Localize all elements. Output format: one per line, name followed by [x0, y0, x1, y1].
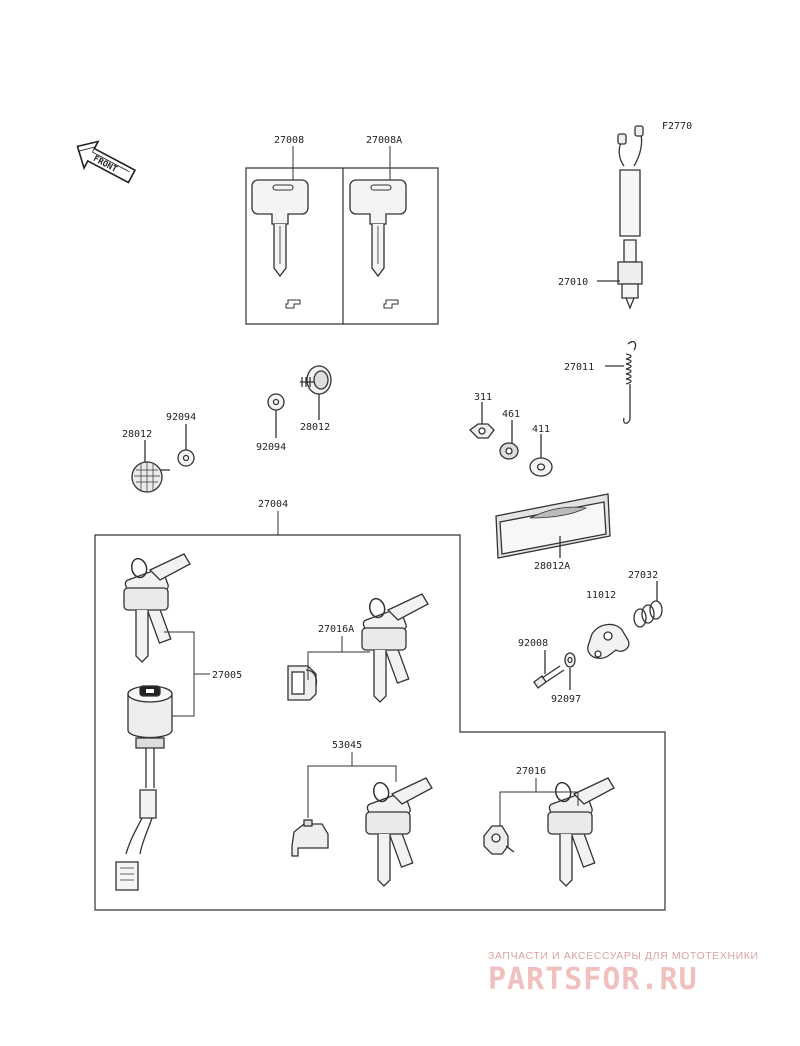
reflector-28012-mid — [300, 365, 332, 420]
lock-53045-body — [291, 819, 329, 857]
watermark-logo: PARTSFOR.RU — [488, 962, 698, 997]
front-arrow-icon: FRONT — [76, 140, 137, 184]
part-label-27005: 27005 — [212, 670, 242, 681]
part-label-11012: 11012 — [586, 590, 616, 601]
part-label-28012-left: 28012 — [122, 429, 152, 440]
part-label-27008A: 27008A — [366, 135, 402, 146]
spring-27032 — [633, 581, 663, 628]
lock-set-box-27004 — [94, 511, 666, 911]
bolt-92008 — [533, 650, 565, 689]
ignition-switch-27005 — [115, 685, 173, 891]
part-label-28012A: 28012A — [534, 561, 570, 572]
lock-27016-body — [483, 825, 515, 855]
part-label-461: 461 — [502, 409, 520, 420]
reflector-28012A — [495, 493, 611, 559]
lock-53045-keys — [365, 777, 433, 887]
washer-92094-mid — [267, 393, 285, 438]
key-blank-27008 — [251, 179, 309, 277]
part-label-27010: 27010 — [558, 277, 588, 288]
part-label-311: 311 — [474, 392, 492, 403]
lock-27016-keys — [547, 777, 615, 887]
key-blank-27008A — [349, 179, 407, 277]
part-label-27016A: 27016A — [318, 624, 354, 635]
part-label-27032: 27032 — [628, 570, 658, 581]
ignition-leader — [164, 631, 210, 717]
part-label-53045: 53045 — [332, 740, 362, 751]
part-label-27004: 27004 — [258, 499, 288, 510]
lock-27016A-body — [287, 665, 318, 701]
washer-411 — [529, 434, 553, 477]
lock-27016A-keys — [361, 593, 429, 703]
part-label-27016: 27016 — [516, 766, 546, 777]
part-label-411: 411 — [532, 424, 550, 435]
part-label-92008: 92008 — [518, 638, 548, 649]
part-label-92094-mid: 92094 — [256, 442, 286, 453]
figure-code: F2770 — [662, 121, 692, 132]
part-label-92094-left: 92094 — [166, 412, 196, 423]
lock-27016-leader — [499, 778, 579, 826]
reflector-28012-left — [131, 440, 170, 493]
ignition-keys — [123, 553, 191, 663]
part-label-27008: 27008 — [274, 135, 304, 146]
watermark-caption: ЗАПЧАСТИ И АКСЕССУАРЫ ДЛЯ МОТОТЕХНИКИ — [488, 950, 759, 962]
part-label-27011: 27011 — [564, 362, 594, 373]
switch-assy-27010 — [597, 125, 644, 310]
nut-311 — [469, 402, 495, 439]
key-blanks-box — [245, 146, 439, 325]
washer-92097 — [564, 652, 576, 690]
spring-27011 — [605, 340, 637, 424]
lock-27016A-leader — [307, 636, 370, 680]
washer-92094-left — [177, 424, 195, 467]
lock-53045-leader — [307, 752, 397, 818]
part-label-92097: 92097 — [551, 694, 581, 705]
gasket-11012 — [587, 623, 630, 660]
washer-461 — [499, 420, 519, 460]
part-label-28012-mid: 28012 — [300, 422, 330, 433]
